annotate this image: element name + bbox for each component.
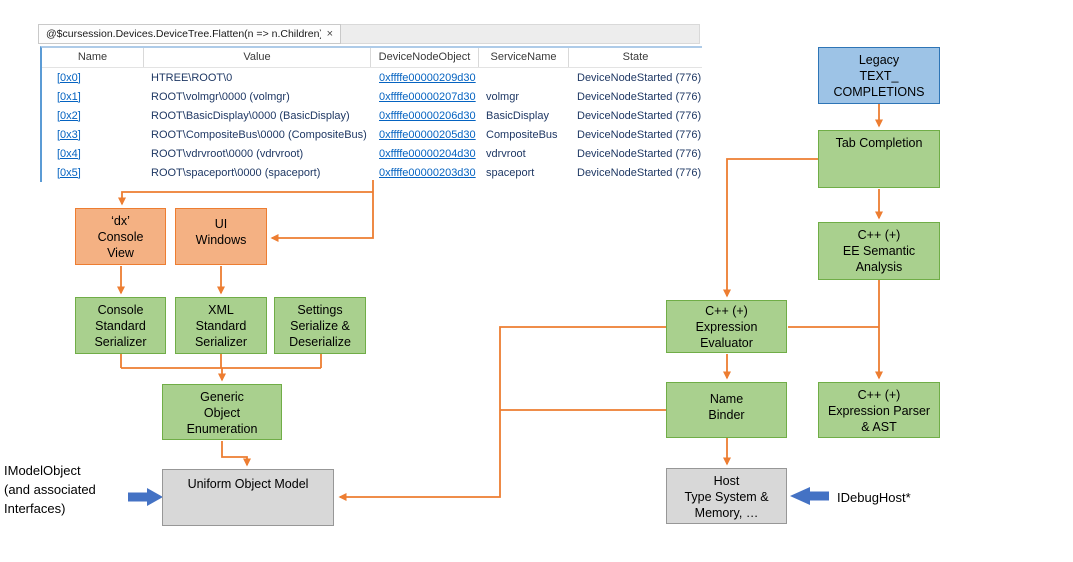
row-devicenodeobject-link[interactable]: 0xffffe00000207d30 (379, 90, 476, 103)
column-header-servicename: ServiceName (479, 48, 569, 67)
table-header-row: Name Value DeviceNodeObject ServiceName … (42, 48, 702, 68)
row-servicename: spaceport (486, 166, 535, 179)
row-state: DeviceNodeStarted (776) (577, 90, 702, 103)
row-value: ROOT\vdrvroot\0000 (vdrvroot) (151, 147, 304, 160)
tab-title: @$cursession.Devices.DeviceTree.Flatten(… (46, 28, 321, 40)
row-name-link[interactable]: [0x1] (57, 90, 81, 103)
box-tab-completion: Tab Completion (818, 130, 940, 188)
label-imodelobject: IModelObject (and associated Interfaces) (4, 463, 96, 516)
table-row: [0x1] ROOT\volmgr\0000 (volmgr) 0xffffe0… (42, 87, 702, 106)
connector-evaluator-binder-to-uom (338, 326, 666, 501)
row-devicenodeobject-link[interactable]: 0xffffe00000206d30 (379, 109, 476, 122)
row-servicename: CompositeBus (486, 128, 558, 141)
column-header-name: Name (42, 48, 144, 67)
row-devicenodeobject-link[interactable]: 0xffffe00000209d30 (379, 71, 476, 84)
row-state: DeviceNodeStarted (776) (577, 71, 702, 84)
box-ui-windows: UI Windows (175, 208, 267, 265)
row-devicenodeobject-link[interactable]: 0xffffe00000204d30 (379, 147, 476, 160)
box-expression-evaluator: C++ (+) Expression Evaluator (666, 300, 787, 353)
device-tree-table: Name Value DeviceNodeObject ServiceName … (40, 46, 702, 182)
row-name-link[interactable]: [0x2] (57, 109, 81, 122)
label-idebughost: IDebugHost* (837, 490, 911, 505)
box-console-standard-serializer: Console Standard Serializer (75, 297, 166, 354)
row-value: ROOT\spaceport\0000 (spaceport) (151, 166, 321, 179)
row-name-link[interactable]: [0x4] (57, 147, 81, 160)
row-value: ROOT\CompositeBus\0000 (CompositeBus) (151, 128, 367, 141)
box-name-binder: Name Binder (666, 382, 787, 438)
table-row: [0x3] ROOT\CompositeBus\0000 (CompositeB… (42, 125, 702, 144)
row-name-link[interactable]: [0x3] (57, 128, 81, 141)
table-row: [0x2] ROOT\BasicDisplay\0000 (BasicDispl… (42, 106, 702, 125)
box-ee-semantic-analysis: C++ (+) EE Semantic Analysis (818, 222, 940, 280)
box-host-type-system-memory: Host Type System & Memory, … (666, 468, 787, 524)
column-header-devicenodeobject: DeviceNodeObject (371, 48, 479, 67)
row-state: DeviceNodeStarted (776) (577, 109, 702, 122)
connector-serializer-bus (120, 354, 322, 369)
row-name-link[interactable]: [0x5] (57, 166, 81, 179)
box-expression-parser-ast: C++ (+) Expression Parser & AST (818, 382, 940, 438)
connector-tab-completion-to-expr-evaluator (723, 158, 818, 298)
tab-strip: @$cursession.Devices.DeviceTree.Flatten(… (38, 24, 700, 44)
idebughost-block-arrow-icon (790, 487, 829, 505)
tab-close-icon[interactable]: × (326, 27, 333, 40)
row-servicename: volmgr (486, 90, 520, 103)
box-uniform-object-model: Uniform Object Model (162, 469, 334, 526)
row-state: DeviceNodeStarted (776) (577, 147, 702, 160)
tab-device-tree-query[interactable]: @$cursession.Devices.DeviceTree.Flatten(… (38, 24, 341, 44)
box-dx-console-view: ‘dx’ Console View (75, 208, 166, 265)
box-generic-object-enumeration: Generic Object Enumeration (162, 384, 282, 440)
connector-generic-enum-to-uom (221, 441, 251, 467)
row-value: ROOT\BasicDisplay\0000 (BasicDisplay) (151, 109, 350, 122)
connector-table-to-dx-console (118, 191, 373, 206)
row-state: DeviceNodeStarted (776) (577, 166, 702, 179)
row-value: ROOT\volmgr\0000 (volmgr) (151, 90, 290, 103)
table-row: [0x5] ROOT\spaceport\0000 (spaceport) 0x… (42, 163, 702, 182)
row-servicename: BasicDisplay (486, 109, 549, 122)
table-row: [0x0] HTREE\ROOT\0 0xffffe00000209d30 De… (42, 68, 702, 87)
table-row: [0x4] ROOT\vdrvroot\0000 (vdrvroot) 0xff… (42, 144, 702, 163)
row-value: HTREE\ROOT\0 (151, 71, 233, 84)
column-header-state: State (622, 51, 649, 63)
box-settings-serialize-deserialize: Settings Serialize & Deserialize (274, 297, 366, 354)
column-header-value: Value (144, 48, 371, 67)
box-legacy-text-completions: Legacy TEXT_ COMPLETIONS (818, 47, 940, 104)
row-servicename: vdrvroot (486, 147, 526, 160)
row-state: DeviceNodeStarted (776) (577, 128, 702, 141)
row-devicenodeobject-link[interactable]: 0xffffe00000203d30 (379, 166, 476, 179)
connector-table-to-ui-windows (270, 180, 374, 242)
row-name-link[interactable]: [0x0] (57, 71, 81, 84)
row-devicenodeobject-link[interactable]: 0xffffe00000205d30 (379, 128, 476, 141)
box-xml-standard-serializer: XML Standard Serializer (175, 297, 267, 354)
